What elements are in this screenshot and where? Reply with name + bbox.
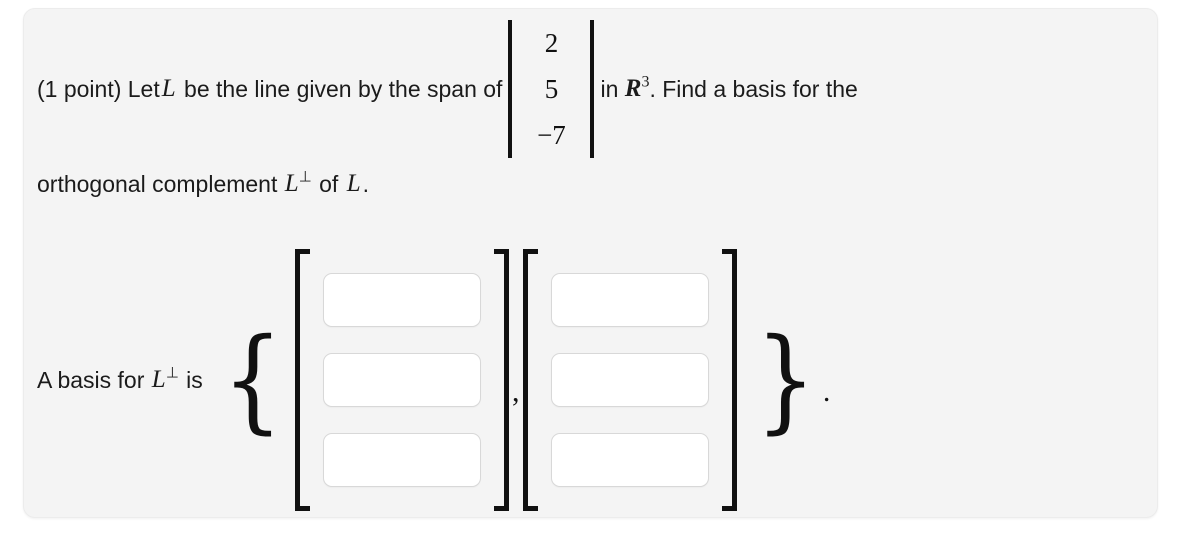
answer-perpendicular-icon: ⊥ xyxy=(165,363,179,382)
problem-statement-line-1: (1 point) Let L be the line given by the… xyxy=(37,20,858,158)
statement-text-6: orthogonal complement xyxy=(37,170,278,197)
second-vector-input-1[interactable] xyxy=(550,273,709,327)
euclidean-space-letter: R xyxy=(624,75,642,103)
span-vector-entry-2: 5 xyxy=(544,73,559,104)
points-label: (1 point) xyxy=(37,75,122,102)
variable-L-2: L xyxy=(346,170,361,198)
bracket-tip-bottom xyxy=(522,506,538,511)
statement-text-1: Let xyxy=(121,75,160,102)
statement-text-4: in xyxy=(600,75,619,102)
statement-text-7: of xyxy=(319,170,339,197)
answer-label: A basis for L⊥ is xyxy=(37,363,203,394)
matrix-right-bracket xyxy=(580,20,595,158)
problem-card: (1 point) Let L be the line given by the… xyxy=(23,8,1158,518)
first-vector-input-2[interactable] xyxy=(323,353,482,407)
span-vector-entry-1: 2 xyxy=(544,27,559,58)
perpendicular-icon: ⊥ xyxy=(298,168,312,187)
first-vector-left-bracket xyxy=(295,249,311,511)
second-basis-vector xyxy=(522,249,737,511)
bracket-tip-top xyxy=(721,249,737,254)
first-vector-right-bracket xyxy=(493,249,510,511)
vector-separator-comma: , xyxy=(512,375,520,408)
answer-variable-L-letter: L xyxy=(151,366,166,393)
span-vector-matrix: 2 5 −7 xyxy=(508,20,595,158)
variable-L-perp-letter: L xyxy=(284,170,299,198)
bracket-tip-bottom xyxy=(494,506,510,511)
first-basis-vector xyxy=(295,249,510,511)
second-vector-input-3[interactable] xyxy=(550,433,709,487)
second-vector-fields xyxy=(539,249,721,511)
open-brace: { xyxy=(222,315,283,445)
second-vector-right-bracket xyxy=(721,249,737,511)
variable-L: L xyxy=(161,75,176,103)
bracket-tip-top xyxy=(494,249,510,254)
answer-label-text-2: is xyxy=(186,366,203,393)
answer-label-text-1: A basis for xyxy=(37,366,145,393)
variable-L-perp: L⊥ xyxy=(284,168,313,199)
matrix-left-bracket xyxy=(508,20,522,158)
euclidean-space-exponent: 3 xyxy=(641,74,650,92)
first-vector-input-3[interactable] xyxy=(323,433,482,487)
close-brace: } xyxy=(754,315,816,445)
bracket-tip-bottom xyxy=(295,506,311,511)
statement-period: . xyxy=(362,170,370,197)
first-vector-fields xyxy=(311,249,493,511)
problem-statement-line-2: orthogonal complement L⊥ of L . xyxy=(37,167,369,201)
bracket-tip-bottom xyxy=(721,506,737,511)
euclidean-space-symbol: R3 xyxy=(625,73,650,104)
statement-text-5: . Find a basis for the xyxy=(649,75,858,102)
span-vector-entries: 2 5 −7 xyxy=(522,20,580,158)
second-vector-left-bracket xyxy=(522,249,539,511)
statement-text-3: be the line given by the span of xyxy=(184,75,503,102)
second-vector-input-2[interactable] xyxy=(550,353,709,407)
bracket-tip-top xyxy=(522,249,538,254)
first-vector-input-1[interactable] xyxy=(323,273,482,327)
bracket-tip-top xyxy=(295,249,311,254)
span-vector-entry-3: −7 xyxy=(537,119,566,150)
answer-row: A basis for L⊥ is { , xyxy=(37,247,830,513)
answer-variable-L-perp: L⊥ xyxy=(151,363,180,394)
answer-trailing-period: . xyxy=(822,375,831,408)
